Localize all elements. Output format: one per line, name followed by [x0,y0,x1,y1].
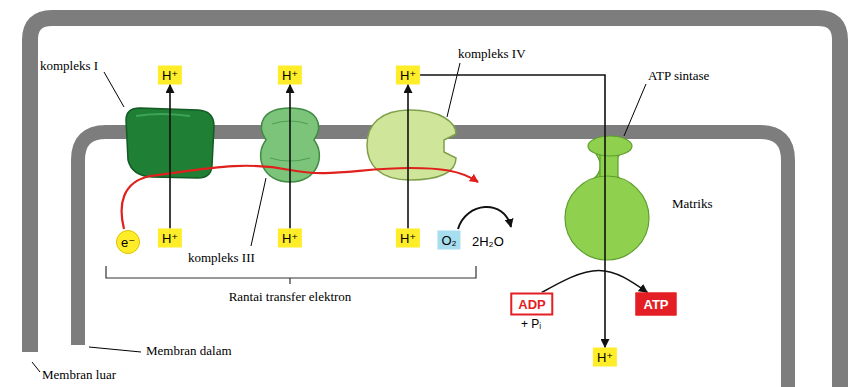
leader-line [624,84,646,136]
leader-line [447,63,460,117]
part-label: kompleks III [188,250,255,265]
node-text: H⁺ [400,68,416,83]
part-label: Rantai transfer elektron [229,289,352,304]
oxygen-box: O₂ [437,231,460,250]
node-text: H⁺ [162,231,178,246]
part-label: ATP sintase [648,68,709,83]
node-text: e⁻ [121,235,135,250]
outer-membrane [30,18,840,387]
electron-circle: e⁻ [116,230,141,255]
chain-bracket [106,266,476,284]
node-text: H⁺ [400,231,416,246]
proton-flow-arrow [169,85,171,229]
part-label: Matriks [672,196,712,211]
proton-box: H⁺ [158,229,182,248]
connector-group [170,75,647,348]
atp-synthase-head [565,176,649,260]
leader-line [32,362,40,372]
leader-line [251,178,266,246]
electron-path [122,166,478,229]
node-text: H⁺ [162,68,178,83]
proton-box: H⁺ [396,66,420,85]
proton-flow-arrow [407,85,409,229]
part-label: kompleks IV [458,46,526,61]
node-text: H⁺ [282,68,298,83]
node-text: H⁺ [282,231,298,246]
node-text: ADP [518,297,545,312]
part-label: kompleks I [40,58,98,73]
atp-box: ATP [635,293,676,316]
node-text: H⁺ [597,350,613,365]
part-label: + Pᵢ [521,317,541,332]
part-label: 2H₂O [472,234,504,249]
proton-box: H⁺ [593,348,617,367]
complex-one-highlight [136,114,190,116]
part-label: Membran dalam [146,343,232,358]
proton-box: H⁺ [396,229,420,248]
proton-box: H⁺ [278,66,302,85]
node-text: O₂ [441,233,456,248]
leader-line [89,347,141,352]
proton-box: H⁺ [278,229,302,248]
proton-box: H⁺ [158,66,182,85]
adp-box: ADP [510,293,553,316]
proton-flow-arrow [420,75,605,348]
atp-synthase-cap [588,136,632,156]
proton-flow-arrow [542,271,648,293]
water-formation-arrow [458,207,511,229]
node-text: ATP [643,297,668,312]
leader-line [104,72,124,107]
proton-flow-arrow [289,85,291,229]
part-label: Membran luar [42,367,116,382]
circle-shape [117,231,140,254]
